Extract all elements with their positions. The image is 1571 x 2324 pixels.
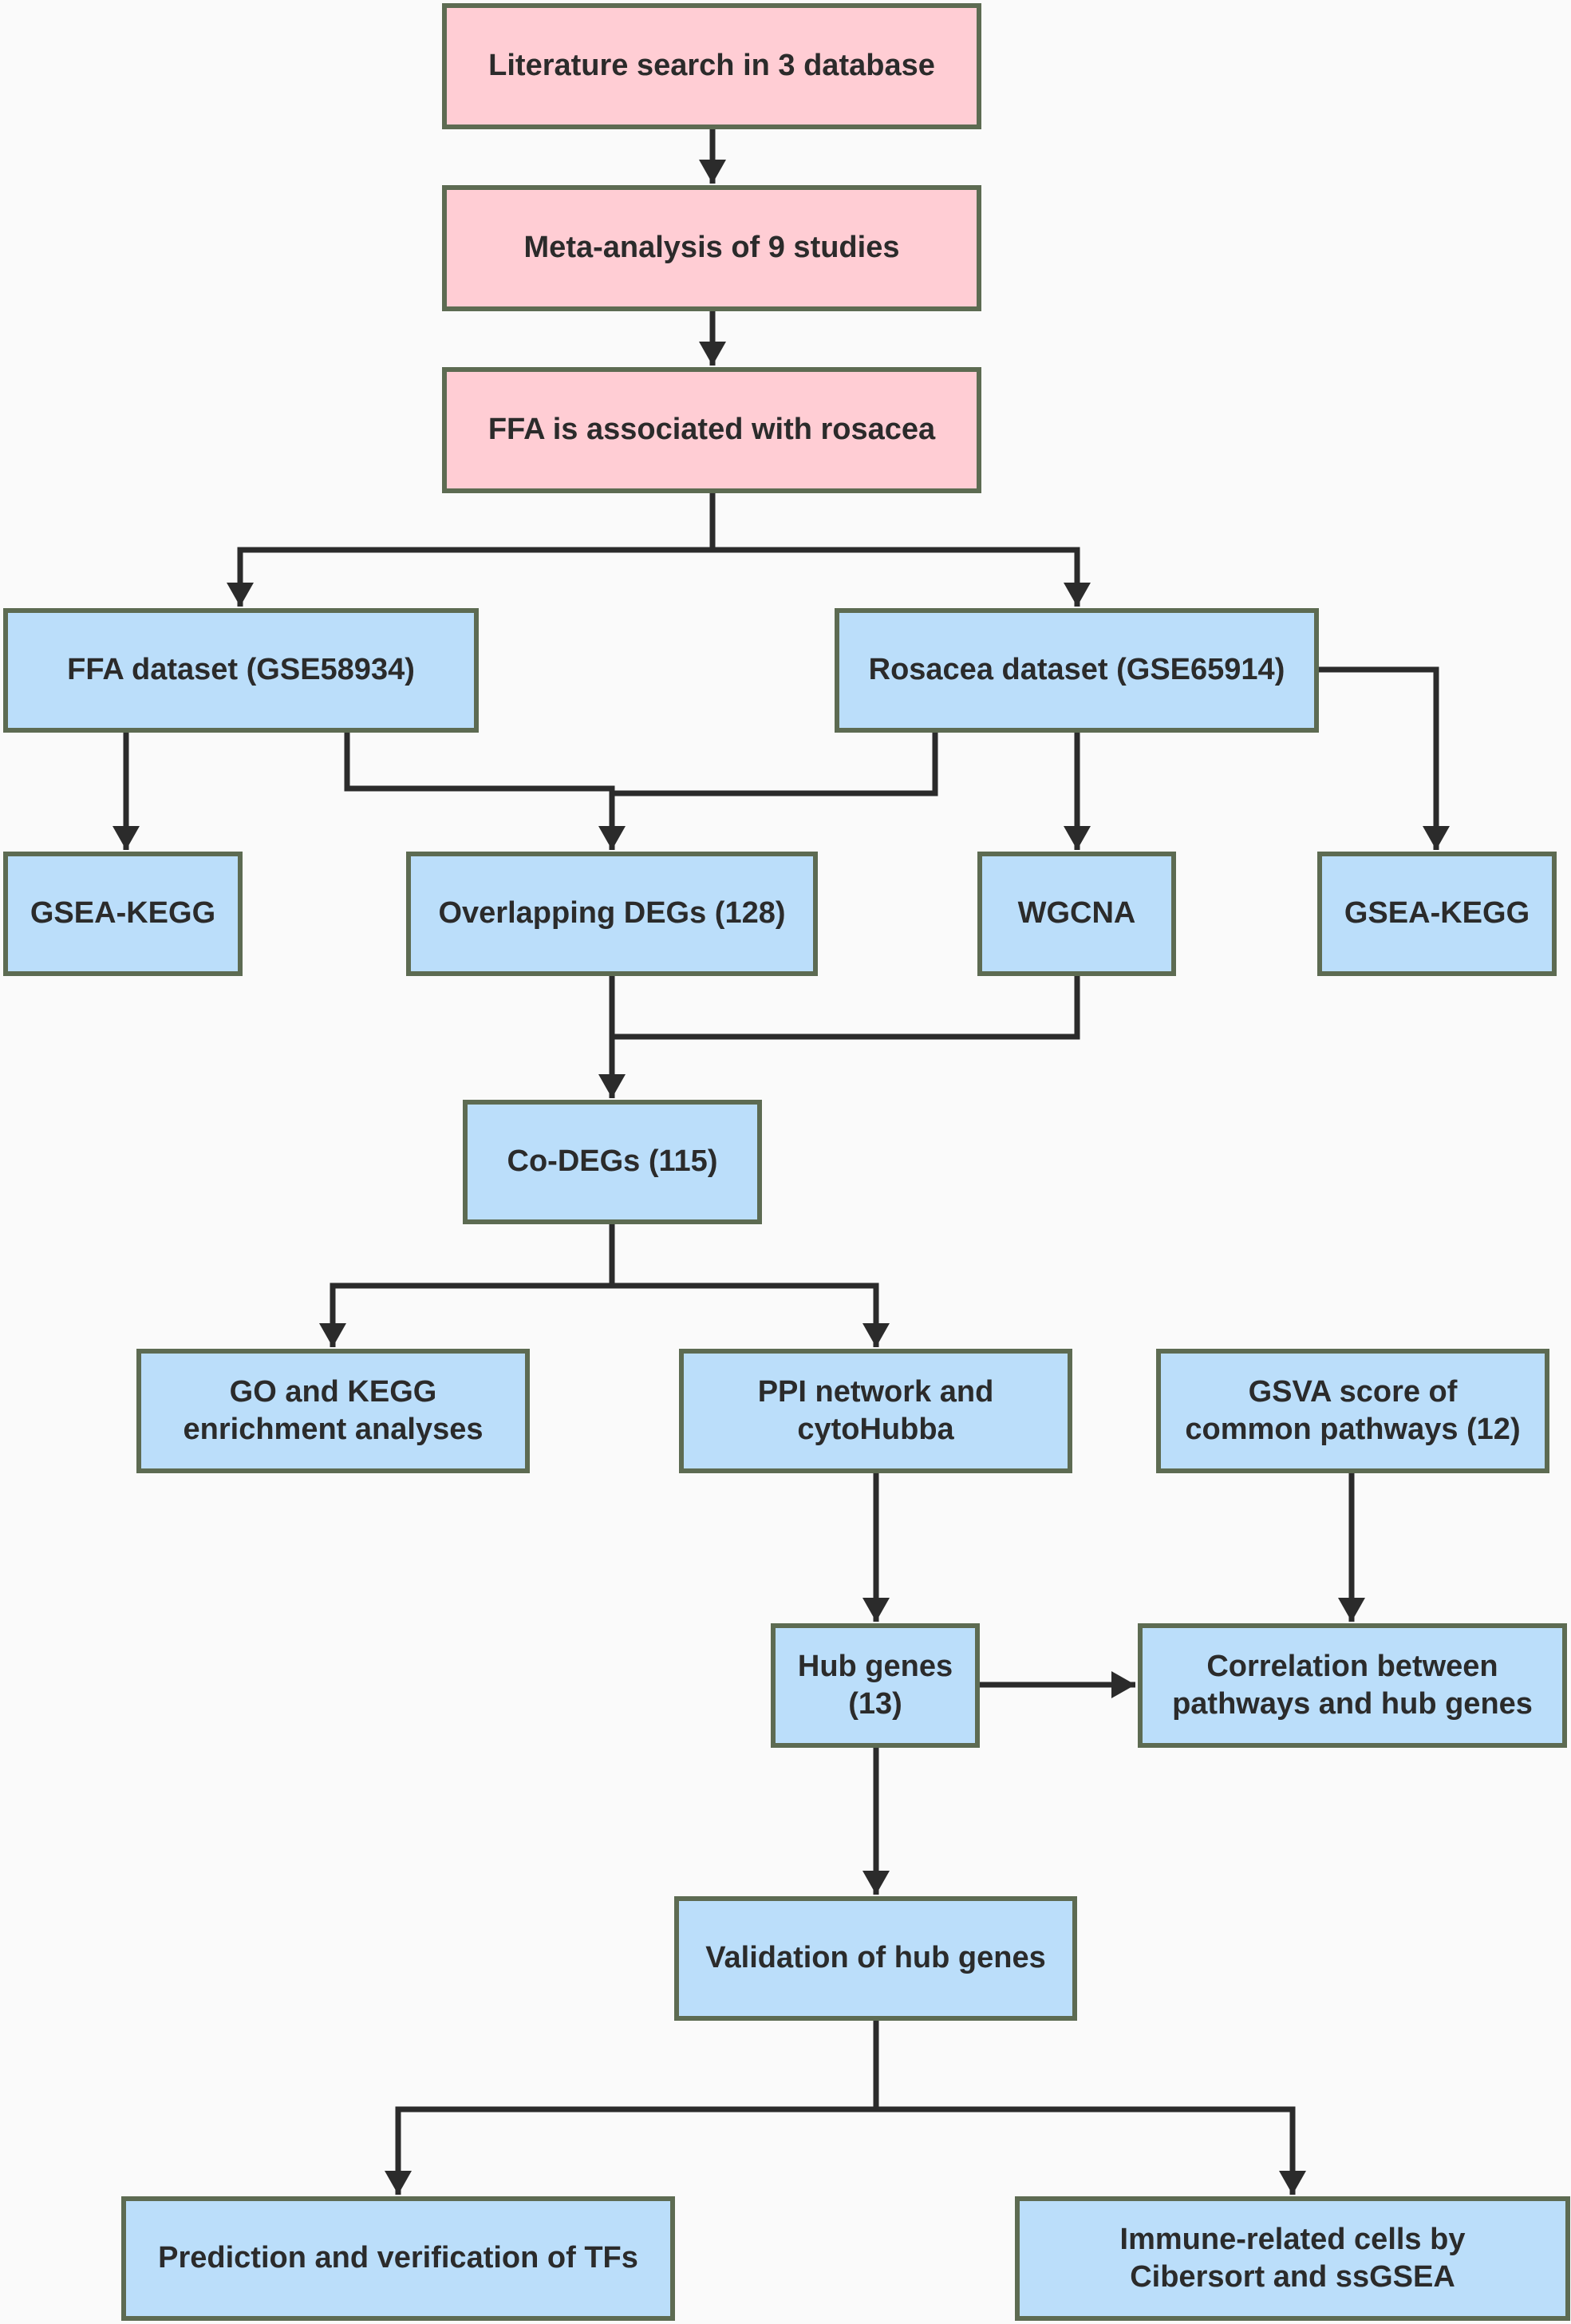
edge-wgcna-to-codegs [612, 976, 1080, 1040]
node-ffa-associated: FFA is associated with rosacea [442, 367, 981, 493]
edge-codegs-to-go [319, 1283, 612, 1347]
edge-ros-to-overlap [612, 731, 938, 796]
node-rosacea-dataset: Rosacea dataset (GSE65914) [835, 608, 1319, 733]
node-ffa-dataset: FFA dataset (GSE58934) [3, 608, 479, 733]
node-wgcna: WGCNA [977, 852, 1176, 976]
edge-assoc-to-ros [712, 547, 1091, 607]
node-meta-analysis: Meta-analysis of 9 studies [442, 185, 981, 311]
edge-assoc-to-ffa [227, 547, 712, 607]
node-tfs-prediction: Prediction and verification of TFs [121, 2196, 675, 2321]
edge-ffa-to-overlap [344, 731, 626, 850]
node-validation: Validation of hub genes [674, 1896, 1077, 2021]
node-ppi-network: PPI network and cytoHubba [679, 1349, 1072, 1473]
edge-ros-to-gsea [1319, 666, 1450, 850]
node-overlapping-degs: Overlapping DEGs (128) [406, 852, 818, 976]
edge-codegs-to-ppi [612, 1283, 890, 1347]
node-correlation: Correlation between pathways and hub gen… [1138, 1623, 1567, 1748]
node-literature-search: Literature search in 3 database [442, 3, 981, 129]
node-co-degs: Co-DEGs (115) [463, 1100, 762, 1224]
node-gsea-kegg-right: GSEA-KEGG [1317, 852, 1557, 976]
node-gsva-score: GSVA score of common pathways (12) [1156, 1349, 1549, 1473]
node-go-kegg: GO and KEGG enrichment analyses [136, 1349, 530, 1473]
edge-validation-to-tfs [385, 2106, 876, 2195]
node-gsea-kegg-left: GSEA-KEGG [3, 852, 243, 976]
node-immune-cells: Immune-related cells by Cibersort and ss… [1015, 2196, 1570, 2321]
edge-validation-to-immune [876, 2106, 1306, 2195]
node-hub-genes: Hub genes (13) [771, 1623, 980, 1748]
